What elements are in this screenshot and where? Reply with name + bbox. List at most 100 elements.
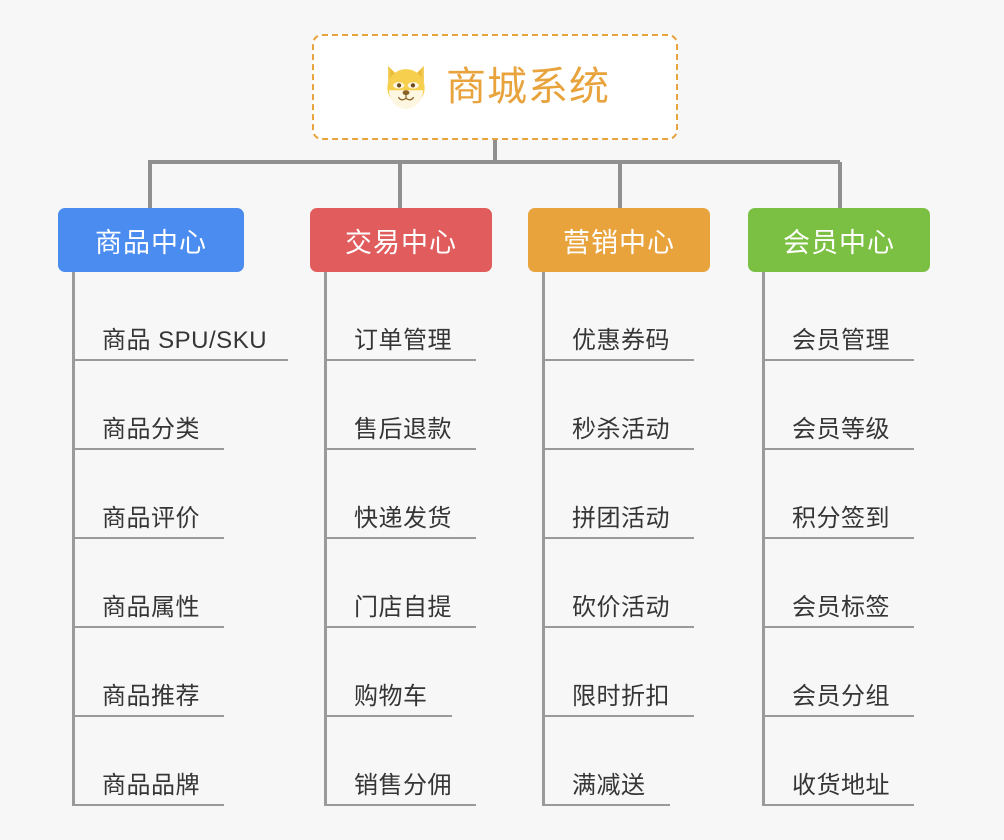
leaf-label: 订单管理 [354, 326, 452, 354]
leaf-rule [324, 359, 476, 361]
leaf-label: 会员标签 [792, 593, 890, 621]
category-header-2[interactable]: 交易中心 [310, 208, 492, 272]
category-column-2: 交易中心 订单管理 售后退款 快递发货 门店自提 购物车 [310, 208, 492, 806]
category-column-1: 商品中心 商品 SPU/SKU 商品分类 商品评价 商品属性 商品推荐 [58, 208, 288, 806]
leaf-label: 购物车 [354, 682, 428, 710]
leaf-label: 秒杀活动 [572, 415, 670, 443]
leaf-rule [762, 715, 914, 717]
connector-drop-4 [838, 162, 842, 208]
leaf-rule [762, 537, 914, 539]
connector-root-stem [493, 140, 497, 164]
leaf-item[interactable]: 会员等级 [748, 361, 930, 450]
leaf-label: 门店自提 [354, 593, 452, 621]
leaf-list-2: 订单管理 售后退款 快递发货 门店自提 购物车 销售分佣 [310, 272, 492, 806]
leaf-item[interactable]: 商品评价 [58, 450, 244, 539]
connector-drop-2 [398, 162, 402, 208]
leaf-item[interactable]: 商品品牌 [58, 717, 244, 806]
category-label-4: 会员中心 [783, 227, 895, 258]
leaf-item[interactable]: 订单管理 [310, 272, 492, 361]
leaf-label: 售后退款 [354, 415, 452, 443]
root-title: 商城系统 [446, 65, 610, 109]
category-label-2: 交易中心 [345, 227, 457, 258]
category-header-3[interactable]: 营销中心 [528, 208, 710, 272]
leaf-rule [762, 626, 914, 628]
leaf-rule [72, 359, 288, 361]
leaf-rule [72, 448, 224, 450]
leaf-rule [542, 626, 694, 628]
leaf-item[interactable]: 会员分组 [748, 628, 930, 717]
leaf-rule [762, 448, 914, 450]
leaf-label: 收货地址 [792, 771, 890, 799]
leaf-label: 限时折扣 [572, 682, 670, 710]
leaf-list-4: 会员管理 会员等级 积分签到 会员标签 会员分组 收货地址 [748, 272, 930, 806]
leaf-item[interactable]: 商品分类 [58, 361, 244, 450]
leaf-label: 优惠券码 [572, 326, 670, 354]
leaf-label: 商品属性 [102, 593, 200, 621]
leaf-label: 砍价活动 [572, 593, 670, 621]
leaf-rule [324, 804, 476, 806]
leaf-rule [542, 715, 694, 717]
leaf-rule [324, 626, 476, 628]
leaf-rule [542, 804, 670, 806]
leaf-label: 积分签到 [792, 504, 890, 532]
leaf-item[interactable]: 优惠券码 [528, 272, 710, 361]
root-node[interactable]: 商城系统 [312, 34, 678, 140]
category-column-4: 会员中心 会员管理 会员等级 积分签到 会员标签 会员分组 [748, 208, 930, 806]
leaf-item[interactable]: 门店自提 [310, 539, 492, 628]
category-label-1: 商品中心 [95, 227, 207, 258]
leaf-item[interactable]: 购物车 [310, 628, 492, 717]
leaf-label: 满减送 [572, 771, 646, 799]
connector-horizontal-bus [148, 160, 840, 164]
leaf-item[interactable]: 积分签到 [748, 450, 930, 539]
leaf-item[interactable]: 满减送 [528, 717, 710, 806]
leaf-item[interactable]: 秒杀活动 [528, 361, 710, 450]
category-label-3: 营销中心 [563, 227, 675, 258]
leaf-label: 会员分组 [792, 682, 890, 710]
shiba-dog-face-icon [387, 65, 425, 109]
leaf-label: 商品评价 [102, 504, 200, 532]
leaf-item[interactable]: 会员标签 [748, 539, 930, 628]
column-spine-2 [324, 272, 327, 806]
leaf-item[interactable]: 收货地址 [748, 717, 930, 806]
connector-drop-1 [148, 162, 152, 208]
connector-drop-3 [618, 162, 622, 208]
leaf-item[interactable]: 商品属性 [58, 539, 244, 628]
leaf-rule [762, 804, 914, 806]
leaf-label: 会员等级 [792, 415, 890, 443]
leaf-label: 销售分佣 [354, 771, 452, 799]
leaf-list-1: 商品 SPU/SKU 商品分类 商品评价 商品属性 商品推荐 商品品牌 [58, 272, 288, 806]
leaf-label: 商品推荐 [102, 682, 200, 710]
leaf-rule [72, 804, 224, 806]
leaf-rule [324, 715, 452, 717]
leaf-rule [542, 359, 694, 361]
leaf-item[interactable]: 快递发货 [310, 450, 492, 539]
leaf-item[interactable]: 限时折扣 [528, 628, 710, 717]
leaf-rule [72, 626, 224, 628]
leaf-rule [542, 537, 694, 539]
leaf-item[interactable]: 砍价活动 [528, 539, 710, 628]
leaf-item[interactable]: 销售分佣 [310, 717, 492, 806]
column-spine-3 [542, 272, 545, 806]
leaf-item[interactable]: 商品推荐 [58, 628, 244, 717]
leaf-rule [762, 359, 914, 361]
leaf-rule [72, 715, 224, 717]
leaf-label: 会员管理 [792, 326, 890, 354]
leaf-list-3: 优惠券码 秒杀活动 拼团活动 砍价活动 限时折扣 满减送 [528, 272, 710, 806]
leaf-label: 快递发货 [354, 504, 452, 532]
leaf-label: 商品分类 [102, 415, 200, 443]
category-column-3: 营销中心 优惠券码 秒杀活动 拼团活动 砍价活动 限时折扣 [528, 208, 710, 806]
leaf-rule [542, 448, 694, 450]
category-header-1[interactable]: 商品中心 [58, 208, 244, 272]
leaf-rule [324, 537, 476, 539]
category-header-4[interactable]: 会员中心 [748, 208, 930, 272]
leaf-item[interactable]: 拼团活动 [528, 450, 710, 539]
column-spine-1 [72, 272, 75, 806]
leaf-item[interactable]: 售后退款 [310, 361, 492, 450]
leaf-label: 商品品牌 [102, 771, 200, 799]
leaf-rule [72, 537, 224, 539]
leaf-item[interactable]: 会员管理 [748, 272, 930, 361]
leaf-item[interactable]: 商品 SPU/SKU [58, 272, 288, 361]
leaf-label: 拼团活动 [572, 504, 670, 532]
leaf-rule [324, 448, 476, 450]
